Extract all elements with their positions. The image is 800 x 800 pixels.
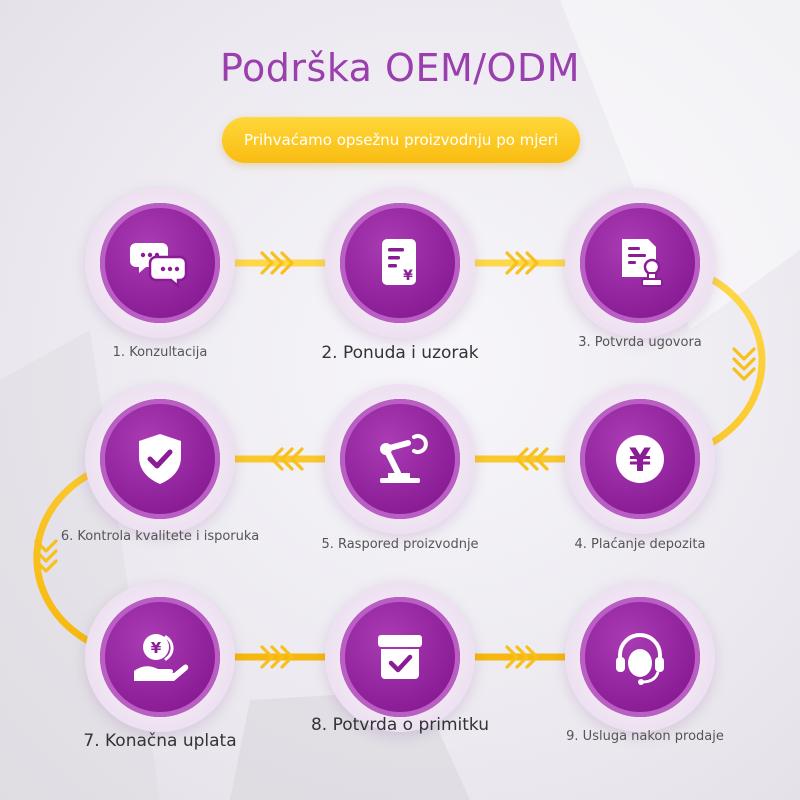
step-9-node — [565, 582, 715, 732]
step-4-node: ¥ — [565, 384, 715, 534]
bg-light-shape — [560, 0, 800, 330]
arrow-right-icon — [505, 251, 539, 275]
arrow-left-icon — [515, 447, 549, 471]
page-title: Podrška OEM/ODM — [219, 46, 581, 90]
step-1-label: 1. Konzultacija — [112, 345, 208, 360]
subtitle-banner: Prihvaćamo opsežnu proizvodnju po mjeri — [222, 117, 580, 163]
arrow-right-icon — [260, 645, 294, 669]
step-5-node — [325, 384, 475, 534]
step-5-label: 5. Raspored proizvodnje — [321, 537, 479, 552]
arrow-down-icon — [732, 347, 756, 381]
arrow-left-icon — [270, 447, 304, 471]
svg-text:¥: ¥ — [403, 268, 413, 284]
arrow-down-icon — [34, 539, 58, 573]
headset-icon — [616, 633, 664, 685]
svg-text:¥: ¥ — [629, 441, 651, 479]
svg-text:¥: ¥ — [151, 639, 162, 657]
arrow-right-icon — [260, 251, 294, 275]
step-7-node: ¥ — [85, 582, 235, 732]
quote-document-icon: ¥ — [382, 239, 416, 285]
step-2-node: ¥ — [325, 188, 475, 338]
shield-check-icon — [139, 434, 181, 484]
step-8-node — [325, 582, 475, 732]
box-check-icon — [378, 635, 422, 679]
chat-bubbles-icon — [130, 243, 188, 289]
yen-coin-icon: ¥ — [616, 435, 664, 483]
step-1-node — [85, 188, 235, 338]
step-6-label: 6. Kontrola kvalitete i isporuka — [60, 529, 260, 544]
step-9-label: 9. Usluga nakon prodaje — [566, 729, 724, 744]
robot-arm-icon — [380, 434, 428, 483]
contract-stamp-icon — [622, 239, 663, 287]
hand-coin-icon: ¥ — [134, 634, 189, 681]
step-3-node — [565, 188, 715, 338]
step-6-node — [85, 384, 235, 534]
step-7-label: 7. Konačna uplata — [83, 731, 237, 751]
step-4-label: 4. Plaćanje depozita — [574, 537, 706, 552]
step-3-label: 3. Potvrda ugovora — [578, 335, 702, 350]
arrow-right-icon — [505, 645, 539, 669]
step-8-label: 8. Potvrda o primitku — [310, 715, 490, 735]
step-2-label: 2. Ponuda i uzorak — [321, 343, 479, 363]
